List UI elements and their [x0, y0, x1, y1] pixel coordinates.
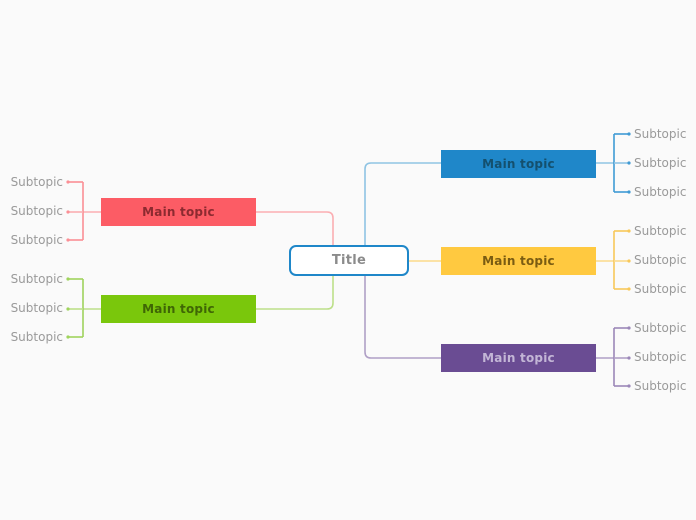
- subtopic-yellow-2[interactable]: Subtopic: [634, 253, 687, 267]
- root-node-title[interactable]: Title: [289, 245, 409, 276]
- trunk-blue: [364, 162, 441, 245]
- main-topic-blue[interactable]: Main topic: [441, 150, 596, 178]
- subtopic-green-1[interactable]: Subtopic: [10, 272, 63, 286]
- trunk-green: [256, 276, 334, 310]
- subtopic-blue-1[interactable]: Subtopic: [634, 127, 687, 141]
- subtopic-red-3[interactable]: Subtopic: [10, 233, 63, 247]
- subtopic-blue-2[interactable]: Subtopic: [634, 156, 687, 170]
- bracket-red: [66, 180, 101, 242]
- main-topic-red[interactable]: Main topic: [101, 198, 256, 226]
- subtopic-red-1[interactable]: Subtopic: [10, 175, 63, 189]
- main-topic-purple[interactable]: Main topic: [441, 344, 596, 372]
- subtopic-yellow-3[interactable]: Subtopic: [634, 282, 687, 296]
- subtopic-yellow-1[interactable]: Subtopic: [634, 224, 687, 238]
- bracket-green: [66, 277, 101, 339]
- bracket-blue: [596, 132, 631, 194]
- subtopic-purple-2[interactable]: Subtopic: [634, 350, 687, 364]
- subtopic-purple-1[interactable]: Subtopic: [634, 321, 687, 335]
- subtopic-purple-3[interactable]: Subtopic: [634, 379, 687, 393]
- subtopic-green-2[interactable]: Subtopic: [10, 301, 63, 315]
- subtopic-blue-3[interactable]: Subtopic: [634, 185, 687, 199]
- subtopic-red-2[interactable]: Subtopic: [10, 204, 63, 218]
- main-topic-green[interactable]: Main topic: [101, 295, 256, 323]
- bracket-purple: [596, 326, 631, 388]
- trunk-red: [256, 211, 334, 245]
- subtopic-green-3[interactable]: Subtopic: [10, 330, 63, 344]
- trunk-purple: [364, 276, 441, 359]
- bracket-yellow: [596, 229, 631, 291]
- main-topic-yellow[interactable]: Main topic: [441, 247, 596, 275]
